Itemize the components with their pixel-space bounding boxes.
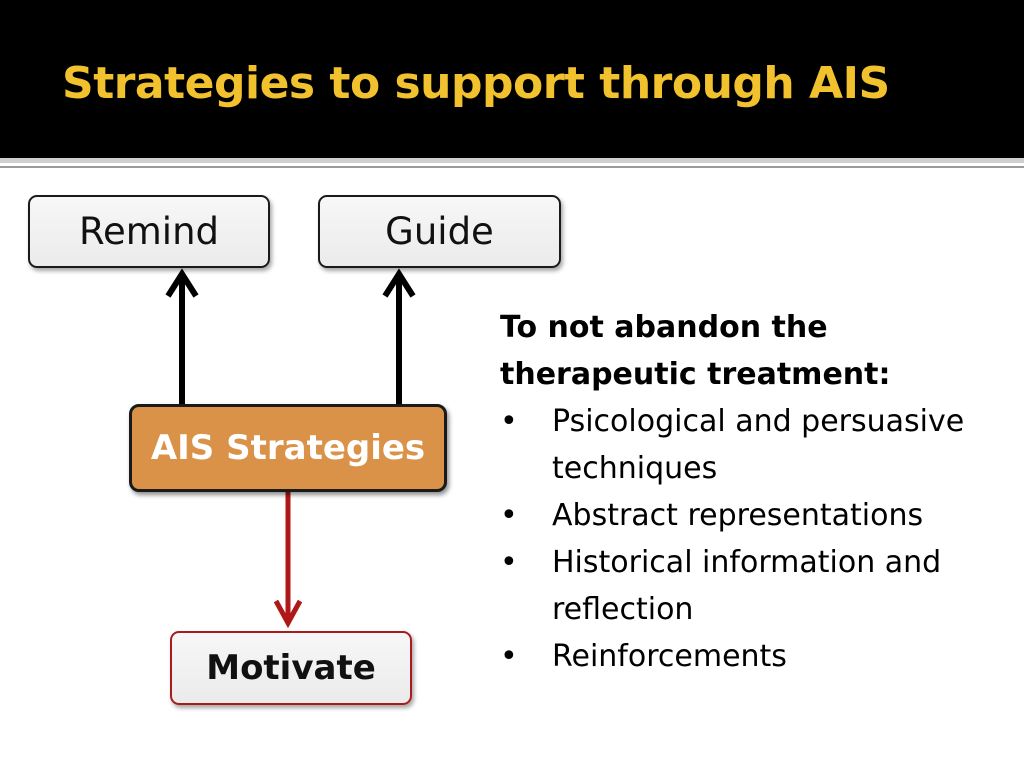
arrow-to-remind (165, 268, 199, 404)
bullet-icon: • (500, 545, 518, 580)
panel-heading-line-2: therapeutic treatment: (500, 357, 891, 392)
list-item-text-continued: reflection (552, 592, 694, 627)
arrow-to-guide (382, 268, 416, 404)
motivate-box: Motivate (170, 631, 412, 705)
list-item: • Abstract representations (500, 492, 1010, 539)
panel-heading-line-1: To not abandon the (500, 310, 828, 345)
title-bar: Strategies to support through AIS (0, 0, 1024, 158)
list-item: • Reinforcements (500, 633, 1010, 680)
list-item-text: Historical information and (552, 545, 942, 580)
treatment-panel: To not abandon the therapeutic treatment… (500, 304, 1010, 680)
bullet-icon: • (500, 639, 518, 674)
list-item-text: Abstract representations (552, 498, 924, 533)
list-item-text: Psicological and persuasive (552, 404, 965, 439)
ais-strategies-box: AIS Strategies (129, 404, 447, 492)
list-item: • Psicological and persuasive techniques (500, 398, 1010, 492)
guide-box: Guide (318, 195, 561, 268)
list-item-text: Reinforcements (552, 639, 787, 674)
list-item-text-continued: techniques (552, 451, 718, 486)
remind-box: Remind (28, 195, 270, 268)
arrow-to-motivate (273, 492, 303, 629)
bullet-icon: • (500, 498, 518, 533)
title-divider-line (0, 166, 1024, 168)
slide-title: Strategies to support through AIS (62, 58, 890, 109)
panel-heading: To not abandon the therapeutic treatment… (500, 304, 1010, 398)
title-divider (0, 158, 1024, 163)
list-item: • Historical information and reflection (500, 539, 1010, 633)
strategy-list: • Psicological and persuasive techniques… (500, 398, 1010, 680)
bullet-icon: • (500, 404, 518, 439)
